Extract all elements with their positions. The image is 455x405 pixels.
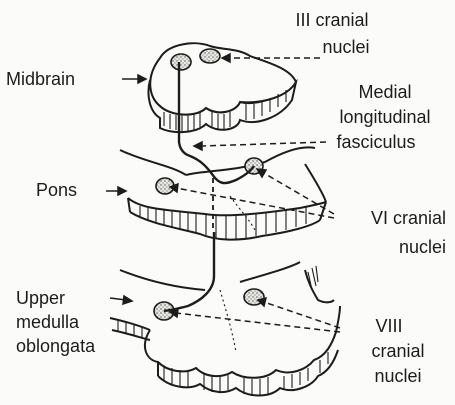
label-medial-longitudinal-fasciculus: Medial longitudinal fasciculus [316,82,454,153]
mlf-tract-solid-lower [164,232,214,311]
label-mlf-line-3: fasciculus [316,132,454,153]
iii-nucleus-left [171,54,191,70]
label-viii-line-2: cranial [350,341,446,362]
label-viii-line-1: VIII [350,316,446,337]
label-vi-line-2: nuclei [326,237,446,258]
viii-leader-left [176,313,340,332]
label-viii-line-3: nuclei [350,366,446,387]
label-vi-line-1: VI cranial [326,208,446,229]
label-iii-line-2: nuclei [270,37,394,58]
medulla-section [110,262,340,396]
mlf-leader [202,142,326,146]
label-viii-cranial-nuclei: VIII cranial nuclei [350,316,446,387]
viii-nuclei [154,289,264,320]
pons-section [120,147,326,239]
label-medulla-line-1: Upper [16,288,95,309]
label-mlf-line-2: longitudinal [316,107,454,128]
label-vi-cranial-nuclei: VI cranial nuclei [326,208,446,258]
label-mlf-line-1: Medial [316,82,454,103]
label-medulla-line-3: oblongata [16,336,95,357]
label-medulla-line-2: medulla [16,312,95,333]
label-upper-medulla-oblongata: Upper medulla oblongata [16,288,95,357]
label-midbrain: Midbrain [6,69,75,90]
label-pons: Pons [36,180,77,201]
label-iii-cranial-nuclei: III cranial nuclei [270,10,394,58]
iii-nucleus-right [200,49,220,63]
label-iii-line-1: III cranial [270,10,394,31]
